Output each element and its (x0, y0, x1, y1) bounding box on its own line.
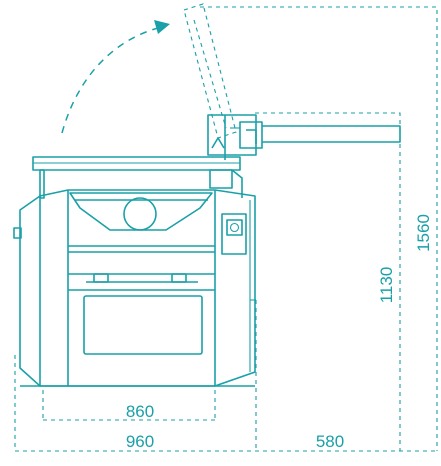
rotation-arc (61, 27, 159, 134)
cutter-drum (123, 197, 157, 231)
machine-body (13, 189, 256, 387)
guide-1130-frame (255, 112, 401, 451)
extension-arm (262, 125, 401, 143)
support-clamp (239, 121, 263, 149)
tilted-fence-outline (183, 3, 237, 139)
table-right-bracket (209, 169, 233, 189)
control-switch-icon (226, 219, 243, 236)
dim-label-1130: 1130 (377, 267, 396, 304)
dim-label-960: 960 (126, 432, 154, 451)
table-right-brace (231, 169, 243, 198)
guide-1560-frame (200, 6, 438, 451)
curved-arrow-icon (61, 20, 170, 134)
arrow-head-icon (154, 20, 170, 34)
support-hinge (211, 137, 225, 149)
dim-label-580: 580 (316, 432, 344, 451)
tilted-fence-inner (193, 19, 227, 129)
support-column-top (207, 114, 257, 156)
dimension-guides (14, 6, 438, 452)
support-clamp-detail (246, 129, 257, 144)
cutter-hood (69, 192, 213, 231)
side-knob (13, 227, 22, 239)
dim-label-860: 860 (126, 402, 154, 421)
control-panel (221, 213, 247, 255)
fence-support (207, 114, 401, 160)
cabinet-outline (19, 189, 256, 387)
tilted-fence-body (183, 3, 237, 139)
roller-right (171, 273, 187, 283)
top-table (32, 156, 243, 199)
roller-left (93, 273, 109, 283)
table-left-leg (39, 169, 45, 199)
access-door (83, 295, 203, 355)
switch-knob (229, 222, 240, 233)
dim-label-1560: 1560 (414, 214, 433, 252)
